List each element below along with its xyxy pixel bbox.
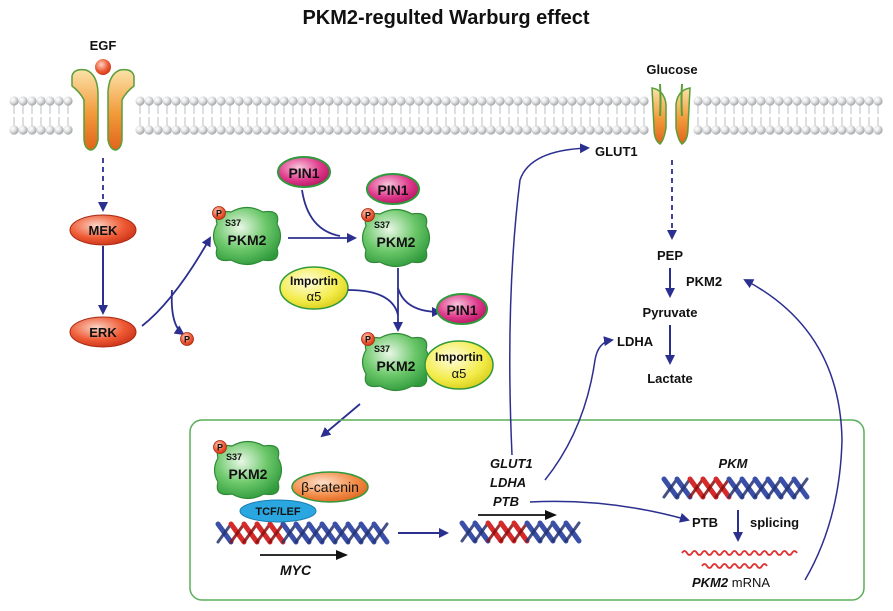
myc-dna <box>215 521 390 545</box>
svg-text:P: P <box>216 209 222 219</box>
pin1-top-label: PIN1 <box>288 165 319 181</box>
arrow-glut1-to-membrane <box>509 143 590 456</box>
pin1-bound-label: PIN1 <box>377 182 408 198</box>
phosphate-marker: P <box>212 206 226 220</box>
splicing-label: splicing <box>750 515 799 530</box>
pkm-gene-label: PKM <box>719 456 749 471</box>
pin1-released-node <box>436 293 488 325</box>
importin-free-label: Importin <box>290 274 338 288</box>
phosphate-marker: P <box>361 332 375 346</box>
arrow-ldha-to-pathway <box>544 336 614 481</box>
pkm2-mrna-strands <box>681 550 798 569</box>
egf-receptor <box>71 68 135 151</box>
pin1-released-label: PIN1 <box>446 302 477 318</box>
phosphate-marker: P <box>361 208 375 222</box>
tcf-lef-label: TCF/LEF <box>255 506 300 518</box>
s37-label: S37 <box>374 220 390 230</box>
pkm2-mrna-label: PKM2 mRNA <box>692 575 770 590</box>
beta-catenin-label: β-catenin <box>301 479 359 495</box>
beta-catenin-node <box>291 471 369 503</box>
s37-label: S37 <box>374 344 390 354</box>
pin1-bound-node <box>366 173 420 205</box>
pkm2-label: PKM2 <box>228 232 267 248</box>
glut1-membrane-label: GLUT1 <box>595 144 638 159</box>
pyruvate-label: Pyruvate <box>643 305 698 320</box>
mek-label: MEK <box>89 223 119 238</box>
ldha-gene-label: LDHA <box>490 475 526 490</box>
target-dna <box>459 520 582 544</box>
pkm2-label: PKM2 <box>377 234 416 250</box>
ptb-gene-label: PTB <box>493 494 519 509</box>
erk-node <box>69 316 137 348</box>
arrow-erk-pkm2 <box>141 236 211 327</box>
cell-membrane <box>9 96 883 135</box>
pkm2-mrna-suffix: mRNA <box>728 575 770 590</box>
svg-text:P: P <box>365 335 371 345</box>
arrow-mrna-to-pkm2 <box>743 279 843 581</box>
s37-label: S37 <box>225 218 241 228</box>
egf-label: EGF <box>90 38 117 53</box>
dna-helices <box>215 476 810 545</box>
nucleus-box <box>189 419 865 601</box>
svg-text:P: P <box>184 335 190 345</box>
protein-complexes: S37PKM2PPIN1S37PKM2PS37PKM2PImportinα5S3… <box>180 173 494 500</box>
figure-title: PKM2-regulted Warburg effect <box>302 7 589 29</box>
importin-bound-node <box>424 340 494 390</box>
glucose-label: Glucose <box>646 62 697 77</box>
importin-bound-label: Importin <box>435 350 483 364</box>
glut1-gene-label: GLUT1 <box>490 456 533 471</box>
myc-gene-label: MYC <box>280 562 312 578</box>
pep-label: PEP <box>657 248 683 263</box>
phosphate-branch <box>170 289 185 336</box>
phosphate-marker: P <box>180 332 194 346</box>
pin1-top-node <box>277 156 331 188</box>
mek-node <box>69 214 137 246</box>
arrow-pin1-curve <box>301 189 341 237</box>
arrow-importin-join <box>347 289 399 316</box>
s37-label: S37 <box>226 452 242 462</box>
erk-label: ERK <box>89 325 117 340</box>
pkm2-label: PKM2 <box>377 358 416 374</box>
importin-free-sub: α5 <box>307 289 322 304</box>
ldha-pathway-label: LDHA <box>617 334 654 349</box>
egf-ligand <box>95 59 111 75</box>
arrow-pin1-release <box>397 287 442 317</box>
importin-free-node <box>279 266 349 310</box>
pkm2-mrna-gene: PKM2 <box>692 575 729 590</box>
importin-bound-sub: α5 <box>452 366 467 381</box>
pkm-dna <box>661 476 810 500</box>
lactate-label: Lactate <box>647 371 693 386</box>
arrow-ptb-gene-to-protein <box>529 500 690 523</box>
glucose-transporter <box>651 83 691 145</box>
svg-text:P: P <box>217 443 223 453</box>
svg-text:P: P <box>365 211 371 221</box>
phosphate-marker: P <box>213 440 227 454</box>
tcf-lef-node <box>239 499 317 523</box>
pkm2-pathway-label: PKM2 <box>686 274 722 289</box>
pkm2-label: PKM2 <box>229 466 268 482</box>
ptb-protein-label: PTB <box>692 515 718 530</box>
